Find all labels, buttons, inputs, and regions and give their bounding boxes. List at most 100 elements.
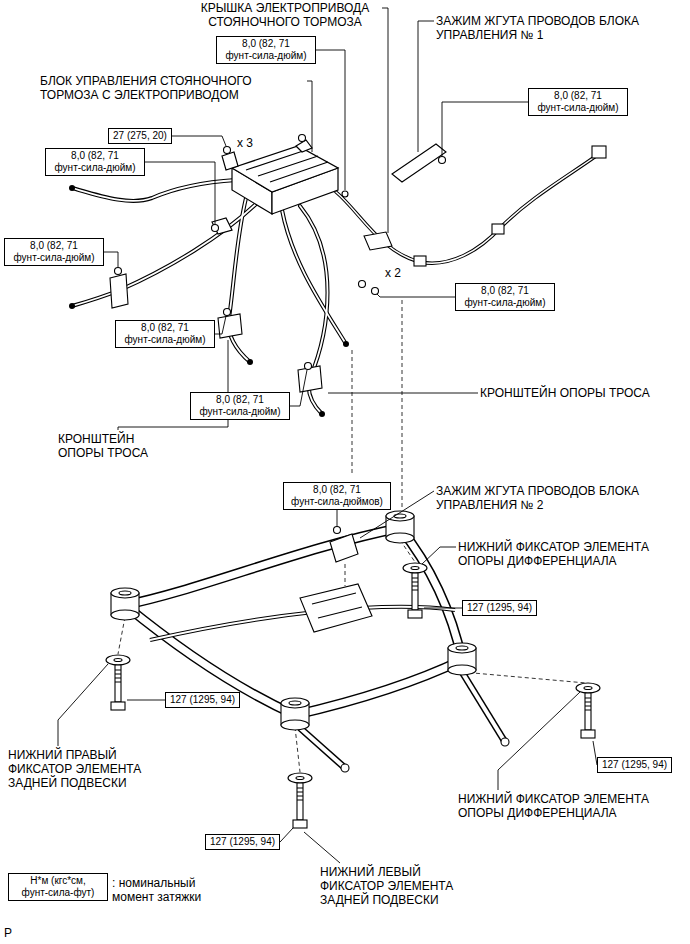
- actuator-cover: [364, 232, 392, 250]
- text-run: 94): [518, 602, 532, 613]
- text-run: [596, 484, 599, 498]
- text-run: 8,0: [141, 322, 155, 333]
- cable-end: [69, 185, 349, 417]
- text-run: [504, 554, 507, 568]
- text-run: 71: [279, 38, 290, 49]
- text-run: 8,0: [313, 484, 327, 495]
- part-label: ЗАЖИМ ЖГУТА ПРОВОДОВ БЛОКА УПРАВЛЕНИЯ № …: [436, 484, 676, 512]
- text-run: [384, 879, 387, 893]
- leader-line: [498, 692, 580, 790]
- leader-line: [328, 393, 478, 394]
- text-run: СТОЯНОЧНОГО: [160, 74, 252, 88]
- torque-box: 8,0 (82, 71 фунт-сила-дюйм): [45, 148, 145, 176]
- text-run: [64, 240, 67, 251]
- cable-bracket: [110, 274, 322, 392]
- quantity-mark: x 3: [236, 136, 254, 150]
- brake-cable: [282, 210, 346, 344]
- torque-value: 8,0 (82, 71 фунт-сила-дюйм): [460, 285, 550, 309]
- page-mark: P: [4, 926, 12, 940]
- torque-box: 8,0 (82, 71 фунт-сила-дюйм): [115, 320, 215, 348]
- mount-bolt: [297, 783, 303, 820]
- text-run: фунт-сила-дюйм): [125, 334, 206, 345]
- text-run: [48, 875, 51, 886]
- leader-line: [337, 510, 338, 526]
- mount-bolt: [111, 573, 595, 828]
- differential-mount: [341, 764, 349, 772]
- cable-end: [69, 185, 75, 191]
- text-run: номинальный: [119, 876, 196, 890]
- text-run: [99, 88, 102, 102]
- part-label: НИЖНИЙ ФИКСАТОР ЭЛЕМЕНТА ОПОРЫ ДИФФЕРЕНЦ…: [458, 540, 678, 568]
- leader-line: [424, 608, 462, 609]
- text-run: №: [521, 28, 534, 42]
- text-run: ОПОРЫ: [560, 386, 606, 400]
- text-run: 20): [152, 130, 166, 141]
- subframe-bushing: [448, 665, 476, 675]
- leader-line: [442, 102, 528, 156]
- text-run: P: [4, 926, 12, 940]
- text-run: ЛЕВЫЙ: [378, 865, 421, 879]
- text-run: ПРАВЫЙ: [66, 748, 117, 762]
- text-run: С: [102, 88, 111, 102]
- text-run: [105, 150, 108, 161]
- text-run: 127: [467, 602, 484, 613]
- text-run: [619, 759, 622, 770]
- text-run: [72, 74, 75, 88]
- legend-key-box: Н*м (кгс*см, фунт-сила-фут): [8, 873, 108, 901]
- text-run: ПРОВОДОВ: [528, 14, 596, 28]
- subframe: [400, 528, 462, 660]
- torque-box: 127 (1295, 94): [205, 834, 280, 850]
- text-run: [111, 88, 114, 102]
- retainer-washer: [411, 567, 419, 570]
- brake-cable: [72, 180, 236, 201]
- text-run: фунт-сила-фут): [22, 887, 95, 898]
- text-run: [258, 836, 261, 847]
- text-run: ПОДВЕСКИ: [372, 893, 438, 907]
- mount-bolt: [297, 788, 303, 800]
- text-run: ЭЛЕМЕНТА: [583, 540, 649, 554]
- text-run: [524, 14, 527, 28]
- leader-line: [280, 828, 293, 842]
- text-run: [524, 484, 527, 498]
- mount-bolt: [581, 730, 595, 738]
- subframe: [462, 672, 505, 742]
- text-run: :: [112, 876, 115, 890]
- text-run: 94): [261, 836, 275, 847]
- dashed-guide: [295, 727, 300, 772]
- text-run: 71: [350, 484, 361, 495]
- subframe: [125, 605, 295, 715]
- nut: [439, 157, 446, 164]
- mount-bolt: [408, 610, 422, 618]
- text-run: ДИФФЕРЕНЦИАЛА: [507, 554, 616, 568]
- mount-bolt: [115, 665, 121, 702]
- brake-cable: [228, 198, 250, 362]
- text-run: [187, 694, 190, 705]
- text-run: 2: [394, 266, 401, 280]
- leader-line: [215, 316, 226, 334]
- text-run: [512, 540, 515, 554]
- text-run: фунт-сила-дюймов): [291, 496, 383, 507]
- text-run: [85, 150, 88, 161]
- text-run: 2: [537, 498, 544, 512]
- text-run: ЭЛЕКТРОПРИВОДОМ: [114, 88, 239, 102]
- text-run: 94): [221, 694, 235, 705]
- text-run: фунт-сила-дюйм): [55, 162, 136, 173]
- text-run: [250, 394, 253, 405]
- subframe: [295, 660, 462, 715]
- text-run: ЭЛЕКТРОПРИВОДА: [256, 1, 370, 15]
- text-run: НИЖНИЙ: [458, 792, 512, 806]
- text-run: [154, 890, 157, 904]
- text-run: [515, 602, 518, 613]
- text-run: (кгс*см,: [51, 875, 86, 886]
- text-run: фунт-сила-дюйм): [226, 50, 307, 61]
- wire-harness: [336, 156, 596, 263]
- cable-end: [69, 303, 75, 309]
- nut: [372, 288, 379, 295]
- part-label: КРЫШКА ЭЛЕКТРОПРИВОДА СТОЯНОЧНОГО ТОРМОЗ…: [190, 1, 380, 29]
- text-run: ФИКСАТОР: [516, 792, 580, 806]
- text-run: 8,0: [554, 90, 568, 101]
- text-run: [124, 130, 127, 141]
- text-run: [533, 498, 536, 512]
- text-run: [517, 498, 520, 512]
- text-run: [115, 876, 118, 890]
